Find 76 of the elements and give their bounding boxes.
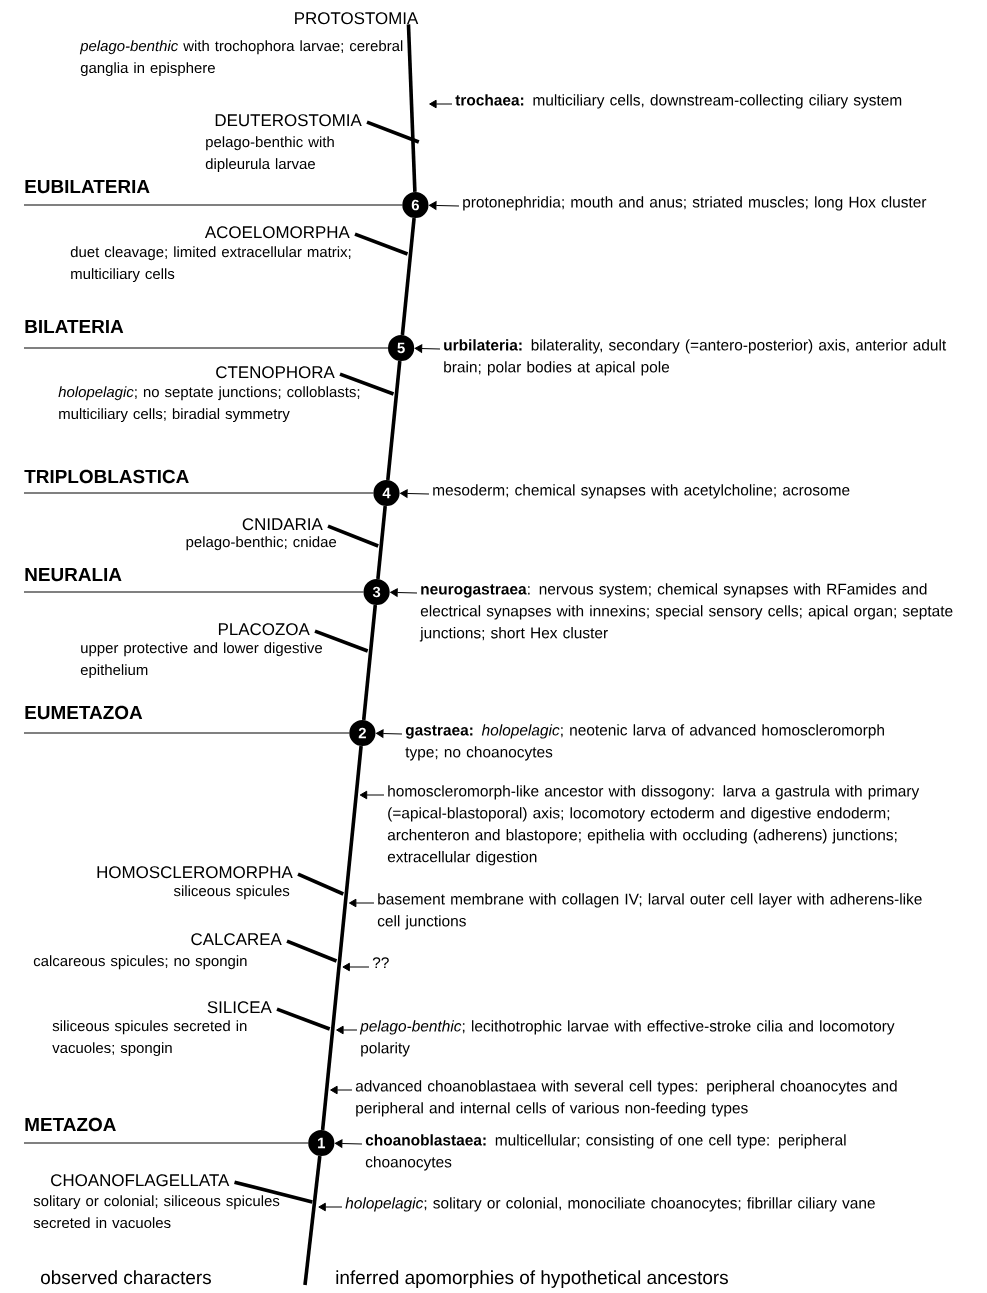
character-description: pelago-benthic with dipleurula larvae	[205, 136, 334, 173]
branch-line	[23, 591, 364, 593]
taxon-name: CHOANOFLAGELLATA	[51, 1174, 230, 1187]
clade-name: TRIPLOBLASTICA	[24, 469, 189, 484]
apomorphy-text: ??	[372, 957, 389, 968]
character-description: siliceous spicules	[173, 885, 290, 900]
branch-line	[386, 360, 402, 481]
arrow	[414, 344, 441, 353]
taxon-name: DEUTEROSTOMIA	[215, 114, 362, 127]
branch-line	[23, 1142, 309, 1144]
apomorphy-text: holopelagic; solitary or colonial, monociliate choanocytes; fibrillar ciliary vane	[345, 1197, 875, 1212]
apomorphy-text: basement membrane with collagen IV; larval outer cell layer with adherens-like cell junctions	[377, 893, 922, 930]
branch-line	[23, 204, 403, 206]
arrow	[390, 588, 418, 597]
branch-line	[354, 232, 409, 256]
arrow	[429, 99, 453, 109]
apomorphy-text: choanoblastaea: multicellular; consisting of one cell type: peripheral choanocytes	[365, 1134, 846, 1171]
branch-line	[303, 1155, 322, 1286]
branch-line	[286, 939, 338, 963]
character-description: upper protective and lower digestive epithelium	[80, 642, 323, 679]
apomorphy-text: urbilateria: bilaterality, secondary (=antero-posterior) axis, anterior adult brain; polar bodies at apical pole	[444, 339, 947, 376]
branch-line	[314, 629, 369, 653]
arrow	[376, 729, 403, 738]
apomorphy-text: trochaea: multiciliary cells, downstream-collecting ciliary system	[455, 94, 902, 109]
arrow	[342, 962, 370, 972]
clade-name: EUBILATERIA	[25, 180, 150, 194]
clade-name: BILATERIA	[25, 320, 124, 333]
branch-line	[406, 24, 417, 192]
arrow	[336, 1025, 358, 1035]
branch-line	[400, 217, 416, 336]
branch-line	[366, 120, 420, 144]
taxon-name: HOMOSCLEROMORPHA	[97, 866, 293, 879]
branch-line	[327, 524, 379, 548]
branch-line	[297, 872, 345, 896]
taxon-name: PROTOSTOMIA	[295, 12, 419, 25]
branch-line	[361, 604, 378, 721]
character-description: duet cleavage; limited extracellular matrix; multiciliary cells	[70, 246, 351, 283]
taxon-name: PLACOZOA	[218, 623, 310, 636]
branch-line	[23, 347, 389, 349]
branch-line	[320, 745, 363, 1131]
branch-line	[339, 372, 395, 396]
clade-name: EUMETAZOA	[25, 705, 143, 720]
branch-line	[23, 492, 374, 494]
taxon-name: ACOELOMORPHA	[204, 226, 350, 239]
branch-line	[376, 505, 387, 580]
arrow	[348, 898, 375, 908]
arrow	[429, 201, 460, 210]
clade-name: NEURALIA	[25, 568, 122, 582]
arrow	[330, 1085, 353, 1095]
character-description: siliceous spicules secreted in vacuoles; spongin	[52, 1020, 247, 1057]
branch-line	[23, 732, 350, 734]
taxon-name: CTENOPHORA	[216, 366, 335, 379]
apomorphy-text: neurogastraea: nervous system; chemical synapses with RFamides and electrical synapses with innexins; special sensory cells; apical organ; septate junctions; short Hex cluster	[419, 583, 953, 642]
arrow	[318, 1202, 343, 1212]
branch-line	[234, 1180, 313, 1204]
apomorphy-text: advanced choanoblastaea with several cell types: peripheral choanocytes and peripheral and internal cells of various non-feeding types	[355, 1080, 897, 1117]
taxon-name: SILICEA	[207, 1001, 272, 1014]
character-description: pelago-benthic; cnidae	[186, 536, 337, 551]
character-description: holopelagic; no septate junctions; colloblasts; multiciliary cells; biradial symmetry	[58, 386, 360, 423]
clade-name: METAZOA	[25, 1117, 116, 1132]
arrow	[359, 790, 385, 800]
character-description: calcareous spicules; no spongin	[33, 955, 247, 970]
apomorphy-text: protonephridia; mouth and anus; striated muscles; long Hox cluster	[463, 196, 927, 211]
taxon-name: CALCAREA	[191, 933, 282, 946]
axis-caption: observed characters	[41, 1270, 211, 1285]
arrow	[334, 1139, 363, 1148]
taxon-name: CNIDARIA	[242, 518, 323, 531]
character-description: pelago-benthic with trochophora larvae; cerebral ganglia in episphere	[79, 40, 403, 77]
apomorphy-text: mesoderm; chemical synapses with acetylcholine; acrosome	[433, 484, 850, 499]
branch-line	[276, 1007, 331, 1031]
apomorphy-text: homoscleromorph-like ancestor with dissogony: larva a gastrula with primary (=apical-blastoporal) axis; locomotory ectoderm and digestive endoderm; archenteron and blastopore; epithelia with occluding (adherens) junctions; extracellular digestion	[387, 785, 920, 866]
axis-caption: inferred apomorphies of hypothetical ancestors	[336, 1270, 728, 1288]
apomorphy-text: gastraea: holopelagic; neotenic larva of advanced homoscleromorph type; no choanocytes	[405, 724, 884, 761]
apomorphy-text: pelago-benthic; lecithotrophic larvae with effective-stroke cilia and locomotory polarity	[359, 1020, 895, 1057]
character-description: solitary or colonial; siliceous spicules secreted in vacuoles	[33, 1195, 280, 1229]
arrow	[400, 489, 430, 498]
